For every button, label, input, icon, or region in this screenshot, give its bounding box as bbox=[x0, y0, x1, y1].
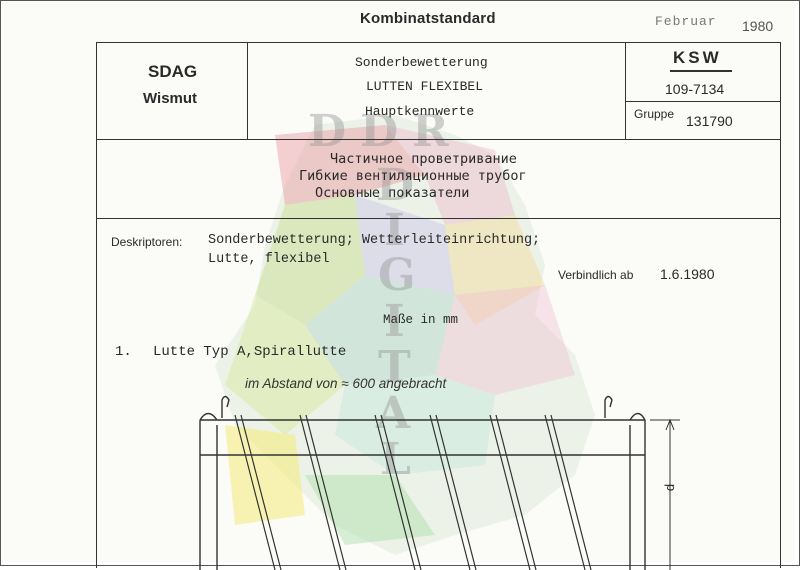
watermark-letter: A bbox=[376, 388, 411, 439]
title-de-line: Hauptkennwerte bbox=[365, 104, 475, 119]
organization-name: SDAG bbox=[148, 62, 198, 81]
document-page bbox=[2, 2, 796, 562]
title-de-line: Sonderbewetterung bbox=[355, 55, 488, 70]
watermark-letter: I bbox=[384, 296, 405, 347]
descriptors-label: Deskriptoren: bbox=[111, 235, 183, 249]
group-label: Gruppe bbox=[634, 107, 675, 121]
valid-from-date: 1.6.1980 bbox=[660, 266, 715, 282]
units-note: Maße in mm bbox=[383, 313, 459, 327]
watermark-letter: D bbox=[360, 106, 399, 157]
watermark-letter: I bbox=[384, 205, 405, 256]
watermark-letter: T bbox=[378, 342, 411, 393]
header-table bbox=[96, 42, 781, 140]
watermark-letter: D bbox=[376, 160, 415, 211]
ddr-map-watermark bbox=[215, 115, 595, 555]
title-ru-line: Гибкие вентиляционные трубог bbox=[299, 168, 527, 184]
standard-code: KSW bbox=[673, 48, 722, 67]
spiral-duct-drawing bbox=[199, 395, 680, 570]
section-number: 1. bbox=[115, 344, 132, 360]
watermark-letter: L bbox=[380, 434, 411, 485]
watermark-letter: R bbox=[412, 106, 449, 157]
group-number: 131790 bbox=[686, 113, 733, 129]
organization-subname: Wismut bbox=[143, 90, 198, 107]
issue-month: Februar bbox=[655, 14, 717, 29]
body-frame bbox=[96, 218, 781, 568]
standard-code-underline bbox=[670, 70, 732, 72]
title-ru-line: Частичное проветривание bbox=[330, 151, 517, 167]
valid-from-label: Verbindlich ab bbox=[558, 268, 634, 282]
issue-year: 1980 bbox=[742, 18, 774, 34]
russian-title-box bbox=[96, 138, 781, 219]
document-type-title: Kombinatstandard bbox=[360, 10, 496, 27]
descriptors-line: Sonderbewetterung; Wetterleiteinrichtung… bbox=[208, 233, 541, 248]
title-de-line: LUTTEN FLEXIBEL bbox=[366, 79, 484, 94]
standard-number: 109-7134 bbox=[665, 81, 725, 97]
title-ru-line: Основные показатели bbox=[315, 185, 470, 201]
watermark-letter: G bbox=[378, 250, 416, 301]
section-title: Lutte Typ A,Spirallutte bbox=[153, 344, 347, 360]
diameter-dimension-label: d bbox=[662, 483, 678, 492]
descriptors-line: Lutte, flexibel bbox=[208, 252, 330, 267]
drawing-annotation: im Abstand von ≈ 600 angebracht bbox=[245, 376, 447, 391]
watermark-letter: D bbox=[308, 106, 347, 157]
